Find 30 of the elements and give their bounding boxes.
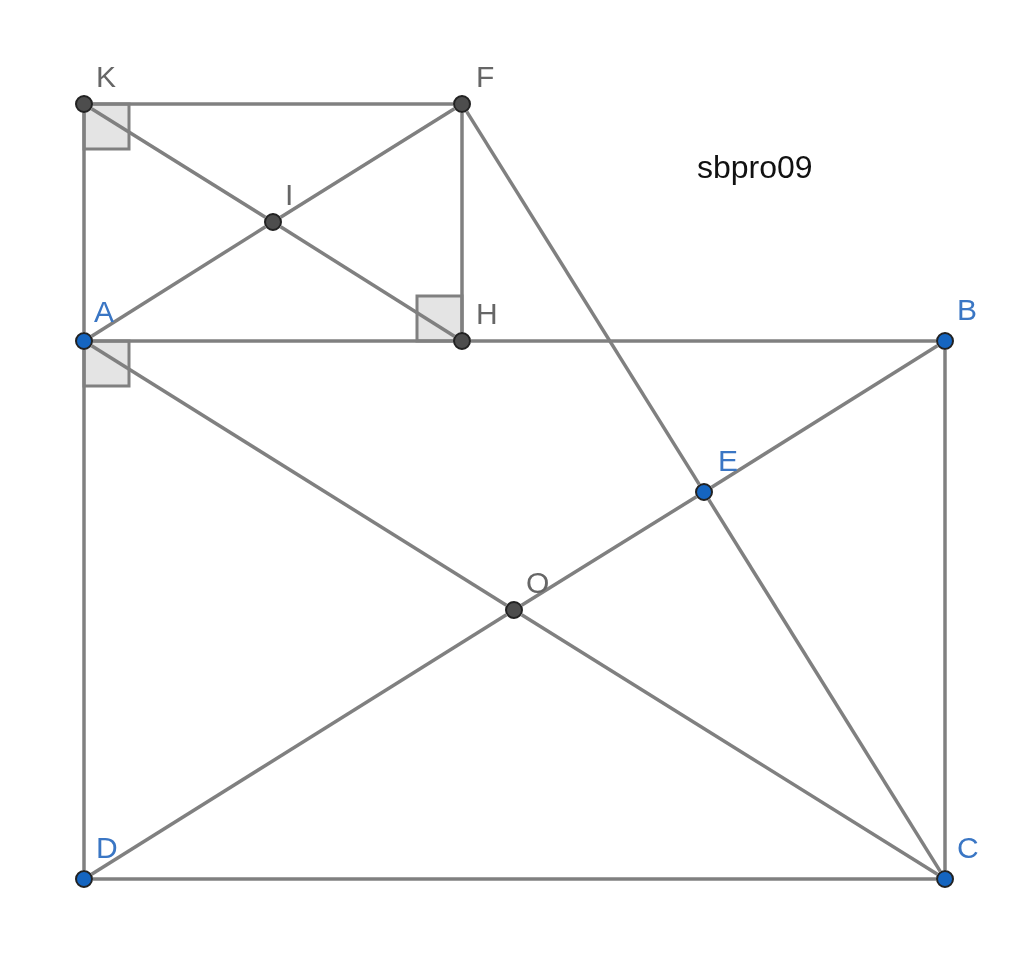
point-label: K [96, 62, 116, 92]
point-label: D [96, 833, 118, 863]
point-label: A [94, 297, 114, 327]
point-label: C [957, 833, 979, 863]
line-segment [82, 350, 86, 870]
point-label: F [476, 62, 495, 92]
line-segment [82, 113, 86, 332]
line-segment [93, 877, 936, 881]
point-label: O [526, 568, 550, 598]
line-segment [90, 613, 508, 876]
line-segment [710, 344, 939, 489]
point-label: H [476, 299, 498, 329]
line-segment [279, 225, 456, 338]
point-label: E [718, 446, 738, 476]
line-segment [279, 107, 456, 219]
line-segment [465, 110, 701, 486]
line-segment [90, 225, 267, 338]
line-segment [471, 339, 936, 343]
author-note: sbpro09 [697, 150, 813, 184]
line-segment [90, 107, 267, 219]
line-segment [90, 344, 508, 607]
line-segment [943, 350, 947, 870]
line-segment [460, 113, 464, 332]
line-segment [520, 495, 698, 607]
point-label: I [285, 180, 294, 210]
line-segment [93, 102, 453, 106]
line-segment [520, 613, 939, 876]
point-label: B [957, 295, 977, 325]
line-segment [93, 339, 453, 343]
line-segment [707, 498, 942, 873]
